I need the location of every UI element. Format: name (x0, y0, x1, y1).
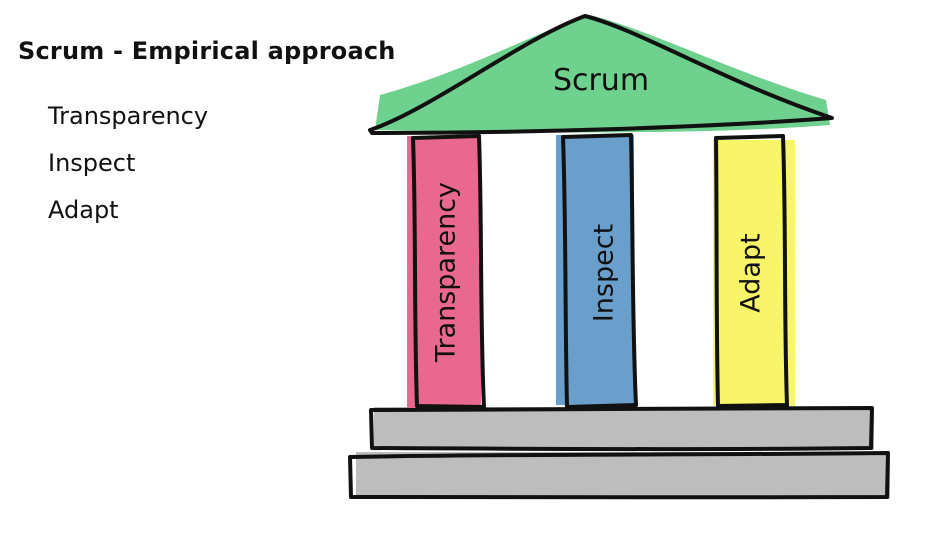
base-step-top (369, 406, 874, 452)
temple-base (348, 406, 890, 500)
pillar-transparency-label: Transparency (431, 182, 462, 363)
roof-outline (368, 14, 834, 135)
pillar-inspect-fill (556, 135, 634, 405)
pillar-inspect-label: Inspect (589, 224, 620, 322)
pillar-inspect-outline (561, 133, 638, 409)
principle-item-adapt: Adapt (48, 196, 119, 224)
base-step-bottom (348, 451, 890, 500)
base-step-bottom-fill (356, 452, 890, 499)
pillar-adapt-label: Adapt (736, 233, 767, 312)
principle-item-transparency: Transparency (48, 102, 209, 130)
temple-roof: Scrum (368, 14, 834, 135)
principles-list: Transparency Inspect Adapt (48, 93, 208, 234)
pillar-transparency-fill (407, 136, 481, 408)
pillar-transparency: Transparency (407, 134, 486, 409)
roof-label: Scrum (553, 63, 649, 98)
pillar-adapt-fill (713, 140, 795, 406)
pillar-transparency-outline (411, 134, 486, 409)
roof-fill (375, 15, 830, 133)
pillar-adapt: Adapt (713, 134, 795, 408)
diagram-title: Scrum - Empirical approach (18, 37, 396, 65)
principle-item-inspect: Inspect (48, 149, 136, 177)
base-step-top-fill (374, 407, 874, 450)
pillar-inspect: Inspect (556, 133, 638, 409)
pillar-adapt-outline (714, 134, 789, 408)
